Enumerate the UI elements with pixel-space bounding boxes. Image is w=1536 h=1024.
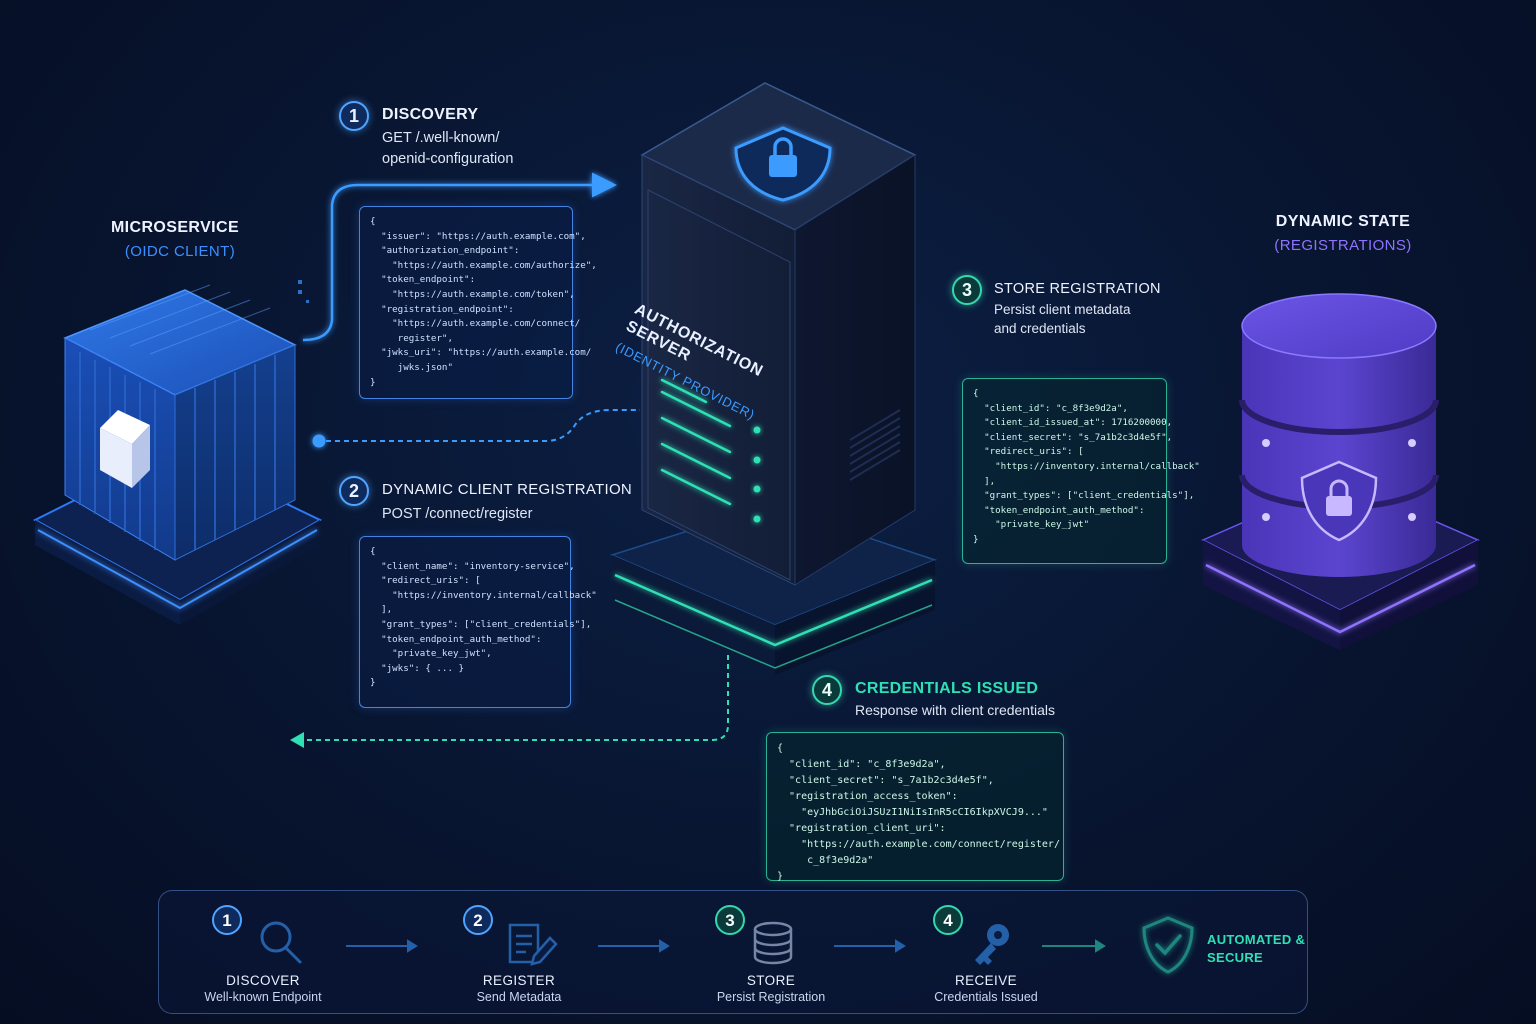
dynamic-state-subtitle: (REGISTRATIONS) — [1274, 237, 1412, 254]
store-code-block: { "client_id": "c_8f3e9d2a", "client_id_… — [962, 378, 1200, 564]
footer-step-2-badge: 2 — [463, 905, 493, 935]
footer-step-1-badge: 1 — [212, 905, 242, 935]
discovery-arrow — [302, 172, 617, 342]
footer-step-3-desc: Persist Registration — [716, 990, 826, 1004]
step-1-desc: GET /.well-known/ openid-configuration — [382, 128, 513, 170]
footer-step-1-label: DISCOVER — [226, 973, 300, 988]
footer-step-4-badge: 4 — [933, 905, 963, 935]
credentials-arrow — [298, 655, 729, 741]
footer-step-4-desc: Credentials Issued — [934, 990, 1038, 1004]
microservice-subtitle: (OIDC CLIENT) — [124, 243, 236, 260]
database-shield-lock-icon — [1300, 460, 1378, 542]
step-1-badge: 1 — [339, 101, 369, 131]
step-4-desc: Response with client credentials — [855, 700, 1055, 721]
footer-step-3-label: STORE — [746, 973, 796, 988]
authorization-server-node — [609, 82, 938, 675]
dynamic-state-title: DYNAMIC STATE — [1275, 213, 1411, 230]
registration-code-block: { "client_name": "inventory-service", "r… — [359, 536, 597, 708]
shield-lock-icon — [734, 126, 832, 202]
cube-logo-icon — [100, 410, 150, 488]
footer-final-label: AUTOMATED & SECURE — [1207, 931, 1305, 967]
step-4-line-1: Response with client credentials — [855, 702, 1055, 718]
credentials-code-block: { "client_id": "c_8f3e9d2a", "client_sec… — [766, 732, 1064, 882]
step-2-badge: 2 — [339, 476, 369, 506]
microservice-node — [32, 284, 323, 625]
footer-step-4-label: RECEIVE — [954, 973, 1018, 988]
registration-arrow — [326, 409, 640, 442]
step-3-line-2: and credentials — [994, 321, 1086, 336]
footer-edit-document-icon — [508, 923, 558, 966]
footer-step-1-desc: Well-known Endpoint — [204, 990, 322, 1004]
step-3-line-1: Persist client metadata — [994, 302, 1131, 317]
footer-key-icon — [975, 924, 1009, 965]
step-3-title: STORE REGISTRATION — [994, 281, 1161, 297]
step-1-title: DISCOVERY — [382, 106, 479, 123]
microservice-title: MICROSERVICE — [110, 219, 240, 236]
discovery-code-block: { "issuer": "https://auth.example.com", … — [359, 206, 597, 399]
step-1-line-2: openid-configuration — [382, 151, 514, 167]
footer-final-line-2: SECURE — [1207, 950, 1263, 965]
footer-search-icon — [260, 921, 302, 964]
footer-database-icon — [753, 921, 793, 965]
step-4-badge: 4 — [812, 675, 842, 705]
step-4-title: CREDENTIALS ISSUED — [855, 680, 1039, 697]
step-3-badge: 3 — [952, 275, 982, 305]
step-2-title: DYNAMIC CLIENT REGISTRATION — [382, 481, 633, 498]
step-2-desc: POST /connect/register — [382, 504, 532, 525]
footer-final-line-1: AUTOMATED & — [1207, 932, 1306, 947]
footer-step-2-desc: Send Metadata — [476, 990, 562, 1004]
step-1-line-1: GET /.well-known/ — [382, 130, 500, 146]
dynamic-state-node — [1201, 293, 1480, 650]
footer-step-2-label: REGISTER — [482, 973, 556, 988]
step-3-desc: Persist client metadata and credentials — [994, 300, 1131, 338]
footer-step-3-badge: 3 — [715, 905, 745, 935]
footer-shield-check-icon — [1142, 916, 1194, 974]
step-2-line-1: POST /connect/register — [382, 506, 533, 522]
